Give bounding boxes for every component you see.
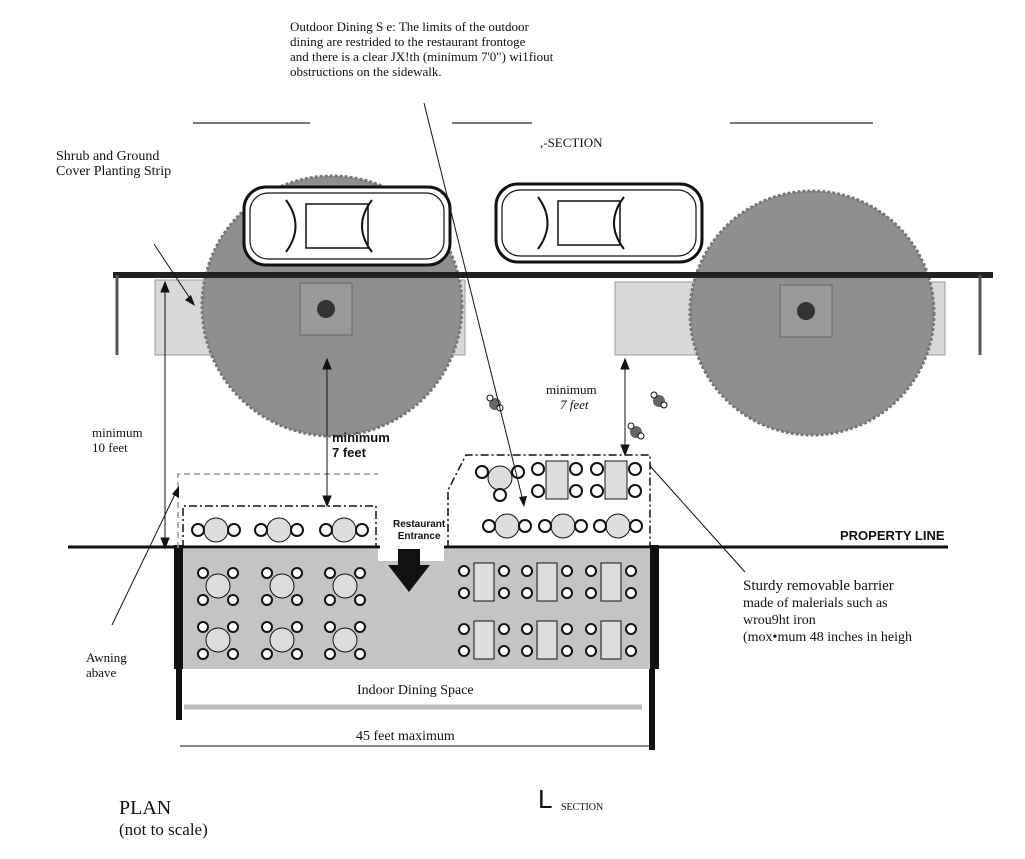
plan-title-line-2: (not to scale) [119,820,208,839]
wall-left [174,545,183,669]
min7-left-label: minimum 7 feet [332,430,390,460]
indoor-rect-tables [458,562,637,660]
shrub-line-1: Shrub and Ground [56,149,160,164]
outdoor-dining-note: Outdoor Dining S e: The limits of the ou… [290,19,553,79]
plan-title: PLAN (not to scale) [119,797,208,841]
property-line-label: PROPERTY LINE [840,528,945,543]
plan-title-line-1: PLAN [119,797,172,819]
entrance-line-1: Restaurant [393,519,446,530]
section-top-label: ,-SECTION [540,135,603,150]
outdoor-note-line-2: dining are restrided to the restaurant f… [290,34,526,49]
planter-2 [650,391,668,409]
min10-label: minimum 10 feet [92,425,143,455]
min7-left-line-1: minimum [332,430,390,445]
min10-line-1: minimum [92,425,143,440]
outdoor-table [319,517,369,543]
indoor-round-tables [197,567,366,660]
barrier-note: Sturdy removable barrier made of maleria… [743,578,912,646]
shrub-note: Shrub and Ground Cover Planting Strip [56,149,171,179]
barrier-line-3: wrou9ht iron [743,613,816,628]
leader-barrier [649,465,746,573]
awning-line-1: Awning [86,650,127,665]
section-bottom-glyph: L [538,784,553,814]
outdoor-table [482,513,532,539]
leader-shrub [153,243,194,304]
leader-awning [111,489,178,626]
outdoor-table [191,517,241,543]
min7-right-line-1: minimum [546,382,597,397]
barrier-line-2: made of malerials such as [743,596,888,611]
outdoor-note-line-4: obstructions on the sidewalk. [290,64,442,79]
width-label: 45 feet maximum [356,729,455,744]
dim-min7-left [322,357,332,508]
barrier-line-1: Sturdy removable barrier [743,578,894,594]
dim-min10 [160,280,170,550]
tree-trunk-right [797,302,815,320]
barrier-left [182,505,377,548]
outdoor-table [590,460,642,500]
car-right [494,182,704,264]
barrier-right [447,454,651,548]
section-bottom-label: SECTION [561,802,604,813]
outdoor-note-line-3: and there is a clear JX!th (minimum 7'0"… [290,49,554,64]
min7-right-label: minimum 7 feet [546,382,597,412]
awning-label: Awning abave [86,650,127,680]
outdoor-table [531,460,583,500]
leader-outdoor-arrow [519,496,527,507]
planter-3 [627,422,645,440]
barrier-line-4: (mox•mum 48 inches in heigh [743,630,912,645]
tree-trunk-left [317,300,335,318]
outdoor-table [475,465,525,502]
outdoor-note-line-1: Outdoor Dining S e: The limits of the ou… [290,19,529,34]
shrub-line-2: Cover Planting Strip [56,164,172,179]
outdoor-table [538,513,588,539]
tree-grate-right [779,284,833,338]
awning-line-2: abave [86,665,117,680]
leader-awning-arrow [172,486,179,498]
car-left [242,185,452,267]
restaurant-entrance-label: Restaurant Entrance [393,519,445,543]
leader-outdoor-note [423,102,525,506]
entrance-arrow [388,549,430,592]
outdoor-table [254,517,304,543]
dim-min7-right [620,357,630,457]
min7-right-line-2: 7 feet [560,397,589,412]
entrance-line-2: Entrance [397,531,441,542]
min7-left-line-2: 7 feet [332,445,366,460]
awning-outline [177,473,378,548]
min10-line-2: 10 feet [92,440,128,455]
wall-right [650,545,659,669]
indoor-dining-label: Indoor Dining Space [357,683,474,698]
leader-shrub-arrow [185,295,195,306]
planter-1 [486,394,504,412]
outdoor-table [593,513,643,539]
